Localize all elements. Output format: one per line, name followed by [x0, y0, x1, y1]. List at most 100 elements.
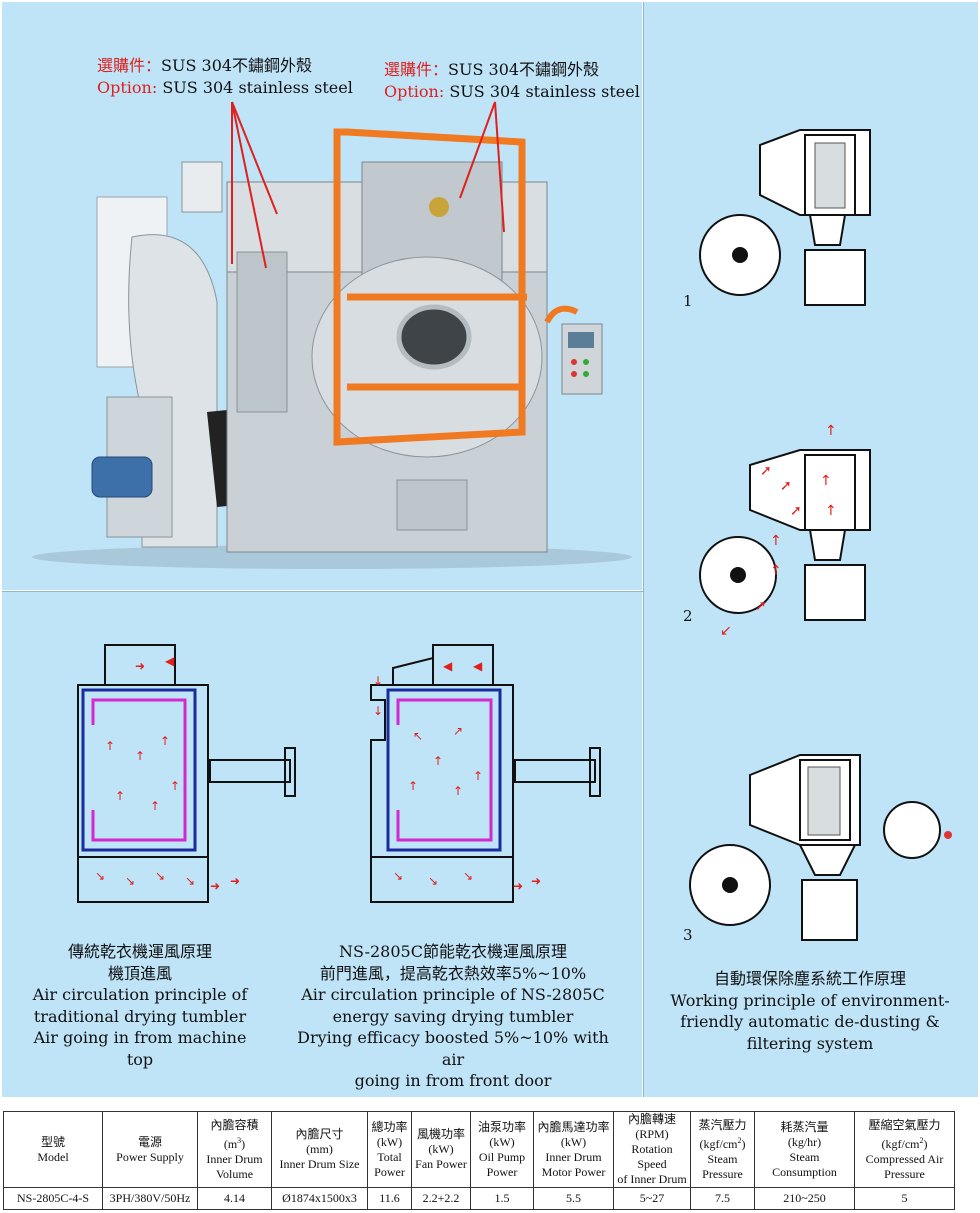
svg-text:◀: ◀: [165, 654, 175, 668]
caption-line: 機頂進風: [107, 963, 172, 983]
svg-text:↑: ↑: [433, 754, 443, 768]
callout-text-zh: SUS 304不鏽鋼外殼: [161, 56, 313, 75]
svg-text:↙: ↙: [720, 623, 732, 639]
callout-option-left: 選購件：SUS 304不鏽鋼外殼 Option: SUS 304 stainle…: [97, 55, 353, 99]
airflow-panel: [2, 592, 642, 1097]
svg-text:↖: ↖: [413, 729, 423, 743]
step-label-3: 3: [683, 926, 693, 944]
caption-line: 前門進風，提高乾衣熱效率5%~10%: [319, 963, 587, 983]
callout-option-right: 選購件：SUS 304不鏽鋼外殼 Option: SUS 304 stainle…: [384, 59, 640, 103]
traditional-airflow-diagram: ➜◀ ↑↑↑ ↑↑↑ ↘↘↘↘ ➜➜: [77, 644, 296, 903]
callout-label-en: Option:: [384, 82, 445, 101]
value-oil-pump-power: 1.5: [470, 1187, 534, 1210]
svg-text:➜: ➜: [210, 879, 220, 893]
ns2805c-airflow-diagram: ◀ ◀ ↓ ↓ ↖ ↗ ↑ ↑ ↑ ↑ ↘ ↘ ↘ ➜ ➜: [370, 644, 601, 903]
svg-text:↑: ↑: [770, 533, 782, 549]
value-inner-drum-motor-power: 5.5: [533, 1187, 614, 1210]
dedusting-caption: 自動環保除塵系統工作原理 Working principle of enviro…: [660, 968, 960, 1054]
svg-text:↑: ↑: [473, 769, 483, 783]
header-fan-power: 風機功率(kW)Fan Power: [411, 1111, 471, 1188]
caption-line: Working principle of environment-: [670, 990, 950, 1010]
svg-text:↑: ↑: [105, 739, 115, 753]
svg-text:➜: ➜: [513, 879, 523, 893]
svg-text:↘: ↘: [95, 869, 105, 883]
svg-text:➜: ➜: [531, 874, 541, 888]
ns2805c-caption: NS-2805C節能乾衣機運風原理 前門進風，提高乾衣熱效率5%~10% Air…: [288, 941, 618, 1092]
caption-line: going in from front door: [354, 1071, 552, 1090]
svg-text:↑: ↑: [770, 563, 782, 579]
spec-value-row: NS-2805C-4-S 3PH/380V/50Hz 4.14 Ø1874x15…: [3, 1187, 955, 1210]
step-label-2: 2: [683, 607, 693, 625]
svg-text:➚: ➚: [755, 598, 767, 614]
value-inner-drum-volume: 4.14: [197, 1187, 272, 1210]
svg-text:↑: ↑: [408, 779, 418, 793]
svg-text:↘: ↘: [125, 874, 135, 888]
header-inner-drum-size: 內膽尺寸(mm)Inner Drum Size: [271, 1111, 368, 1188]
svg-text:↑: ↑: [170, 779, 180, 793]
svg-text:➜: ➜: [230, 874, 240, 888]
step-label-1: 1: [683, 292, 693, 310]
svg-text:↘: ↘: [393, 869, 403, 883]
svg-text:↘: ↘: [185, 874, 195, 888]
callout-label-en: Option:: [97, 78, 158, 97]
svg-text:↑: ↑: [820, 473, 832, 489]
svg-text:↑: ↑: [825, 423, 837, 439]
svg-text:↘: ↘: [428, 874, 438, 888]
horizontal-divider: [2, 591, 643, 592]
value-rotation-speed: 5~27: [613, 1187, 691, 1210]
value-inner-drum-size: Ø1874x1500x3: [271, 1187, 368, 1210]
caption-line: Air going in from machine top: [33, 1028, 247, 1069]
value-fan-power: 2.2+2.2: [411, 1187, 471, 1210]
svg-text:➚: ➚: [780, 478, 792, 494]
svg-text:↑: ↑: [160, 734, 170, 748]
caption-line: Air circulation principle of: [32, 985, 248, 1004]
value-steam-pressure: 7.5: [690, 1187, 755, 1210]
caption-line: 傳統乾衣機運風原理: [67, 942, 212, 961]
value-steam-consumption: 210~250: [754, 1187, 855, 1210]
traditional-caption: 傳統乾衣機運風原理 機頂進風 Air circulation principle…: [20, 941, 260, 1070]
dedusting-step-3-diagram: [689, 754, 952, 941]
callout-label-zh: 選購件：: [384, 60, 449, 79]
caption-line: filtering system: [746, 1033, 874, 1053]
svg-text:↘: ↘: [155, 869, 165, 883]
value-total-power: 11.6: [367, 1187, 412, 1210]
caption-line: Air circulation principle of NS-2805C: [301, 985, 605, 1004]
caption-line: friendly automatic de-dusting &: [680, 1012, 940, 1031]
svg-text:↑: ↑: [453, 784, 463, 798]
vertical-divider: [643, 2, 644, 1097]
caption-line: Drying efficacy boosted 5%~10% with air: [297, 1028, 609, 1069]
svg-text:➜: ➜: [135, 659, 145, 673]
caption-line: energy saving drying tumbler: [332, 1006, 574, 1026]
svg-text:➚: ➚: [790, 503, 802, 519]
svg-text:➚: ➚: [760, 463, 772, 479]
svg-text:↓: ↓: [373, 674, 383, 688]
caption-line: NS-2805C節能乾衣機運風原理: [339, 942, 567, 961]
svg-text:◀: ◀: [473, 659, 483, 673]
svg-text:↓: ↓: [373, 704, 383, 718]
callout-text-zh: SUS 304不鏽鋼外殼: [448, 60, 600, 79]
value-power-supply: 3PH/380V/50Hz: [102, 1187, 198, 1210]
svg-text:◀: ◀: [443, 659, 453, 673]
svg-text:↘: ↘: [463, 869, 473, 883]
value-compressed-air-pressure: 5: [854, 1187, 955, 1210]
machine-photo: [32, 101, 632, 569]
svg-text:↑: ↑: [150, 799, 160, 813]
dedusting-step-2-diagram: ↑ ➚➚➚ ↑↑➚ ↙↑↑: [699, 423, 871, 639]
svg-text:↑: ↑: [115, 789, 125, 803]
caption-line: traditional drying tumbler: [33, 1006, 247, 1026]
dedusting-step-1-diagram: [699, 129, 871, 306]
caption-line: 自動環保除塵系統工作原理: [713, 969, 906, 988]
value-model: NS-2805C-4-S: [3, 1187, 103, 1210]
callout-text-en: SUS 304 stainless steel: [157, 78, 353, 97]
svg-text:↗: ↗: [453, 724, 463, 738]
